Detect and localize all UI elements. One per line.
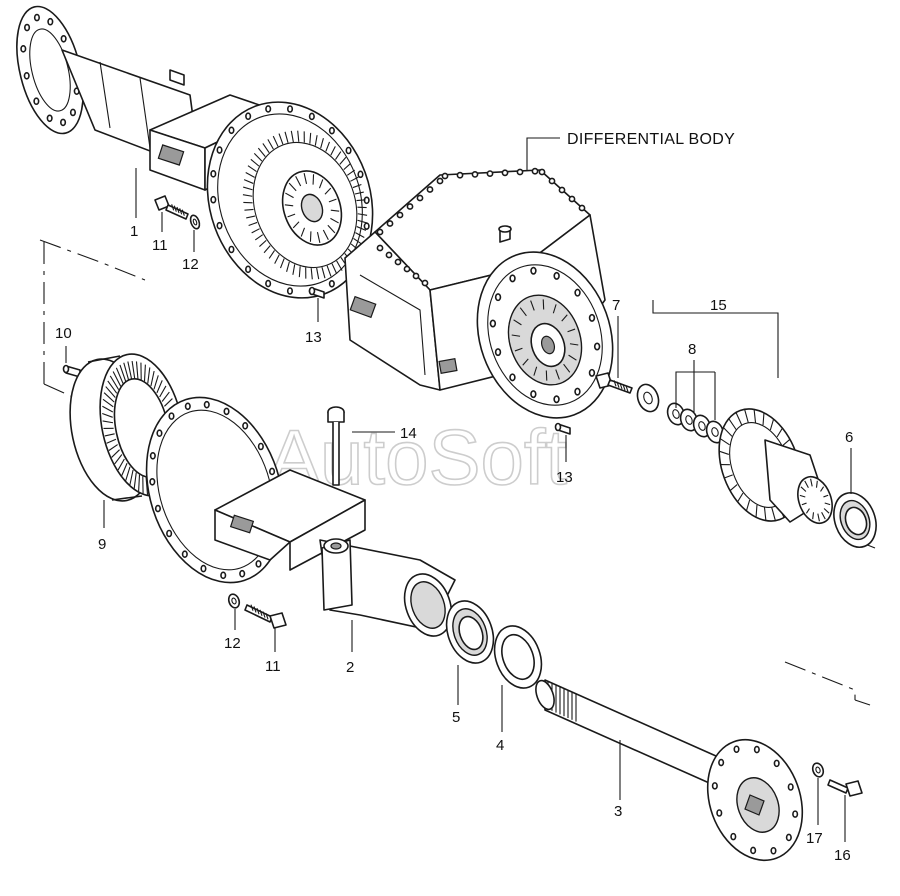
callout-10: 10 (55, 325, 72, 342)
callout-4: 4 (496, 737, 504, 754)
differential-case-gear (718, 408, 833, 525)
callout-6: 6 (845, 429, 853, 446)
fitting-14 (327, 406, 345, 486)
axle-housing-upper (16, 5, 374, 299)
callout-14: 14 (400, 425, 417, 442)
dowel-pin-13-upper (308, 286, 325, 299)
dowel-pin-13-lower (554, 422, 571, 435)
axle-housing-lower (145, 396, 456, 637)
thrust-washer-15 (636, 383, 660, 413)
callout-3: 3 (614, 803, 622, 820)
callout-7: 7 (612, 297, 620, 314)
callout-2: 2 (346, 659, 354, 676)
washer-17 (811, 762, 825, 778)
callout-13-upper: 13 (305, 329, 322, 346)
shims-8 (666, 402, 725, 444)
callout-9: 9 (98, 536, 106, 553)
bolt-16 (827, 779, 863, 797)
callout-12-lower: 12 (224, 635, 241, 652)
callout-labels: 1 11 12 13 10 9 14 7 15 8 6 13 12 11 2 5… (55, 223, 853, 864)
callout-11-upper: 11 (152, 237, 168, 254)
axle-shaft-3 (535, 679, 804, 862)
differential-body (344, 167, 614, 419)
washer-12-upper (189, 214, 201, 230)
title-leader (526, 137, 560, 170)
callout-8: 8 (688, 341, 696, 358)
washer-12-lower (227, 593, 241, 609)
callout-1: 1 (130, 223, 138, 240)
callout-5: 5 (452, 709, 460, 726)
callout-12-upper: 12 (182, 256, 199, 273)
bolt-7 (595, 372, 633, 394)
callout-16: 16 (834, 847, 851, 864)
callout-15: 15 (710, 297, 727, 314)
bolt-11-upper (154, 195, 189, 220)
callout-13-lower: 13 (556, 469, 573, 486)
seal-4 (493, 625, 543, 689)
bearing-6 (833, 492, 877, 548)
callout-leaders (65, 168, 852, 842)
differential-body-label: DIFFERENTIAL BODY (567, 131, 735, 148)
callout-17: 17 (806, 830, 823, 847)
callout-11-lower: 11 (265, 658, 281, 675)
bearing-5 (445, 600, 495, 664)
bolt-11-lower (244, 604, 287, 629)
